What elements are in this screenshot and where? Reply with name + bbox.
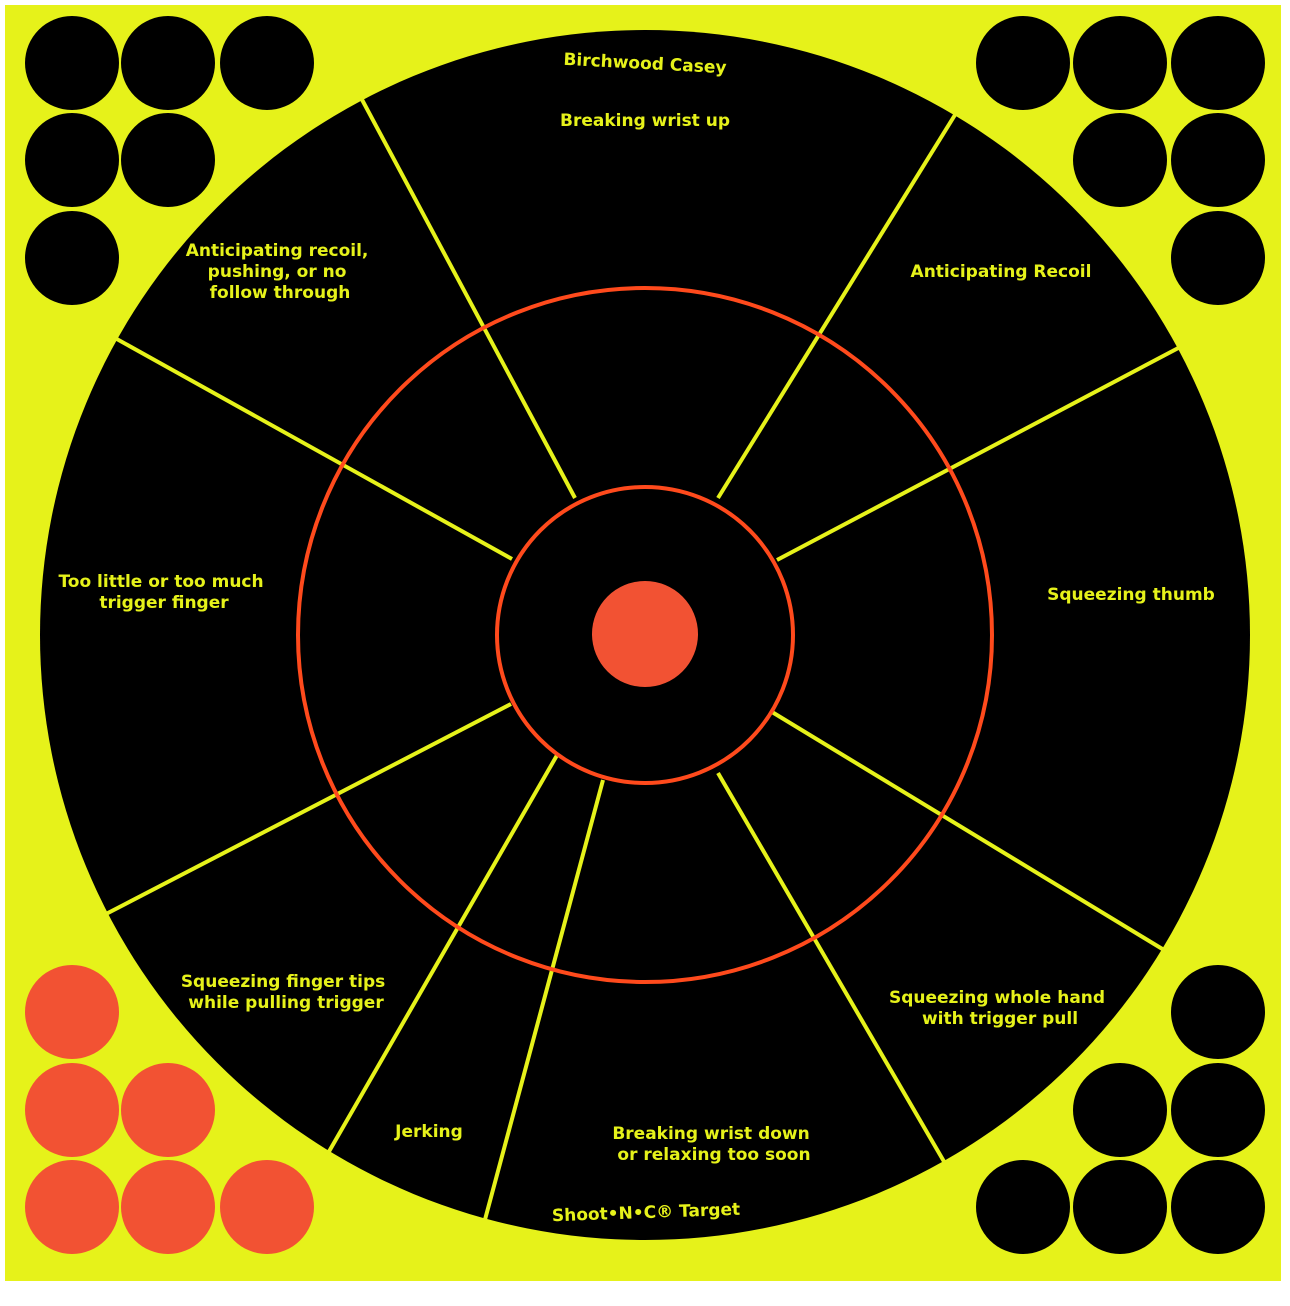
zone-label-bottom: Breaking wrist down or relaxing too soon bbox=[612, 1124, 815, 1165]
repair-sticker-top-left-2 bbox=[121, 16, 215, 110]
repair-sticker-bottom-right-5 bbox=[1073, 1160, 1167, 1254]
zone-label-top-right: Anticipating Recoil bbox=[911, 262, 1092, 282]
repair-sticker-top-right-3 bbox=[1171, 16, 1265, 110]
repair-sticker-bottom-left-6 bbox=[220, 1160, 314, 1254]
repair-sticker-bottom-left-5 bbox=[121, 1160, 215, 1254]
zone-label-left: Too little or too much trigger finger bbox=[58, 572, 269, 613]
repair-sticker-bottom-right-4 bbox=[976, 1160, 1070, 1254]
sector-divider-4 bbox=[770, 710, 1166, 952]
sector-divider-3 bbox=[776, 343, 1185, 562]
zone-label-bottom-left: Squeezing finger tips while pulling trig… bbox=[181, 972, 391, 1013]
repair-sticker-bottom-left-3 bbox=[121, 1063, 215, 1157]
repair-sticker-bottom-right-6 bbox=[1171, 1160, 1265, 1254]
repair-sticker-top-left-4 bbox=[25, 113, 119, 207]
sector-divider-7 bbox=[325, 749, 562, 1156]
repair-sticker-top-left-5 bbox=[121, 113, 215, 207]
zone-label-top-left: Anticipating recoil, pushing, or no foll… bbox=[186, 241, 375, 303]
zone-labels: Breaking wrist up Anticipating Recoil Sq… bbox=[58, 111, 1214, 1165]
repair-sticker-top-left-1 bbox=[25, 16, 119, 110]
repair-sticker-bottom-left-1 bbox=[25, 965, 119, 1059]
sector-divider-5 bbox=[716, 771, 948, 1167]
sector-divider-1 bbox=[357, 93, 577, 499]
repair-sticker-top-right-1 bbox=[976, 16, 1070, 110]
sector-divider-2 bbox=[716, 108, 960, 500]
repair-sticker-top-right-5 bbox=[1171, 113, 1265, 207]
repair-sticker-top-right-2 bbox=[1073, 16, 1167, 110]
repair-sticker-bottom-left-4 bbox=[25, 1160, 119, 1254]
repair-sticker-top-right-4 bbox=[1073, 113, 1167, 207]
inner-scoring-ring bbox=[495, 485, 795, 785]
sector-divider-6 bbox=[481, 779, 605, 1228]
zone-label-bottom-right: Squeezing whole hand with trigger pull bbox=[889, 988, 1111, 1029]
repair-sticker-bottom-right-3 bbox=[1171, 1063, 1265, 1157]
repair-sticker-bottom-right-1 bbox=[1171, 965, 1265, 1059]
repair-sticker-bottom-left-2 bbox=[25, 1063, 119, 1157]
zone-label-right: Squeezing thumb bbox=[1047, 585, 1215, 605]
repair-sticker-bottom-right-2 bbox=[1073, 1063, 1167, 1157]
zone-label-bottom-left-narrow: Jerking bbox=[394, 1122, 463, 1142]
sector-dividers bbox=[105, 93, 1185, 1228]
repair-sticker-top-left-3 bbox=[220, 16, 314, 110]
repair-sticker-top-right-6 bbox=[1171, 211, 1265, 305]
zone-label-top: Breaking wrist up bbox=[560, 111, 730, 131]
bullseye bbox=[592, 581, 698, 687]
corner-stickers bbox=[25, 16, 1265, 1254]
sector-divider-8 bbox=[105, 702, 512, 916]
outer-scoring-ring bbox=[296, 286, 994, 984]
sector-divider-9 bbox=[105, 331, 513, 561]
repair-sticker-top-left-6 bbox=[25, 211, 119, 305]
